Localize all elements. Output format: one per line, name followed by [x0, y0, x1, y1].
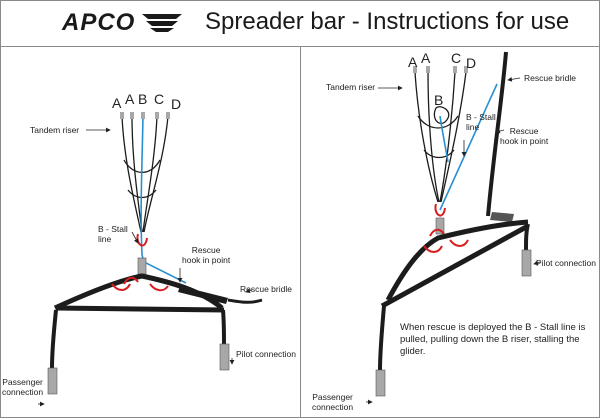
left-rescue-hook-label: Rescue hook in point	[182, 245, 231, 265]
left-riser-a2-label: A	[125, 91, 135, 107]
left-riser-d-label: D	[171, 96, 182, 112]
left-pilot-strap	[219, 309, 230, 371]
left-riser-b-label: B	[138, 91, 148, 107]
left-label-arrows	[38, 127, 253, 407]
apco-wing-icon	[142, 14, 182, 32]
left-pilot-connection-label: Pilot connection	[236, 349, 297, 359]
right-shackle	[435, 217, 445, 235]
left-riser-tips	[120, 112, 170, 119]
header: APCO Spreader bar - Instructions for use	[0, 0, 600, 46]
left-riser-a1-label: A	[112, 95, 122, 111]
right-riser-a2-label: A	[421, 50, 431, 66]
panel-divider	[300, 46, 301, 418]
apco-logo: APCO	[62, 9, 136, 36]
right-bridle-bag	[490, 212, 514, 222]
right-riser-a1-label: A	[408, 54, 418, 70]
right-riser-tips	[413, 66, 468, 73]
left-riser-c-label: C	[154, 91, 165, 107]
left-passenger-connection-label: Passenger connection	[2, 377, 44, 397]
right-rescue-hook-label: Rescue hook in point	[500, 126, 549, 146]
left-riser-lines	[121, 115, 169, 233]
left-tandem-riser-label: Tandem riser	[30, 125, 80, 135]
right-rescue-bridle	[486, 51, 508, 217]
right-passenger-strap	[375, 305, 386, 397]
right-riser-lines	[414, 71, 467, 203]
left-spreader-bar	[53, 273, 263, 313]
left-shackle	[137, 257, 147, 275]
right-red-carabiner	[434, 203, 446, 217]
right-rescue-bridle-label: Rescue bridle	[524, 73, 576, 83]
left-b-stall-line-label: B - Stall line	[98, 224, 128, 244]
right-label-arrows	[366, 76, 541, 405]
right-b-stall-line-label: B - Stall line	[466, 112, 496, 132]
right-riser-b-label: B	[434, 92, 444, 108]
right-spreader-bar	[380, 219, 530, 309]
right-pilot-strap	[521, 223, 532, 277]
right-riser-d-label: D	[466, 55, 477, 71]
left-rescue-bridle-label: Rescue bridle	[240, 284, 292, 294]
left-passenger-strap	[47, 309, 58, 395]
right-tandem-riser-label: Tandem riser	[326, 82, 376, 92]
left-red-carabiner	[136, 233, 148, 247]
left-illustration	[38, 112, 263, 407]
rescue-deployment-note: When rescue is deployed the B - Stall li…	[400, 322, 586, 357]
right-riser-c-label: C	[451, 50, 462, 66]
right-b-stall-line	[439, 83, 498, 211]
right-pilot-connection-label: Pilot connection	[536, 258, 597, 268]
right-passenger-connection-label: Passenger connection	[312, 392, 354, 412]
right-illustration	[366, 51, 541, 405]
page-title: Spreader bar - Instructions for use	[205, 8, 570, 35]
left-b-stall-line	[140, 115, 187, 284]
